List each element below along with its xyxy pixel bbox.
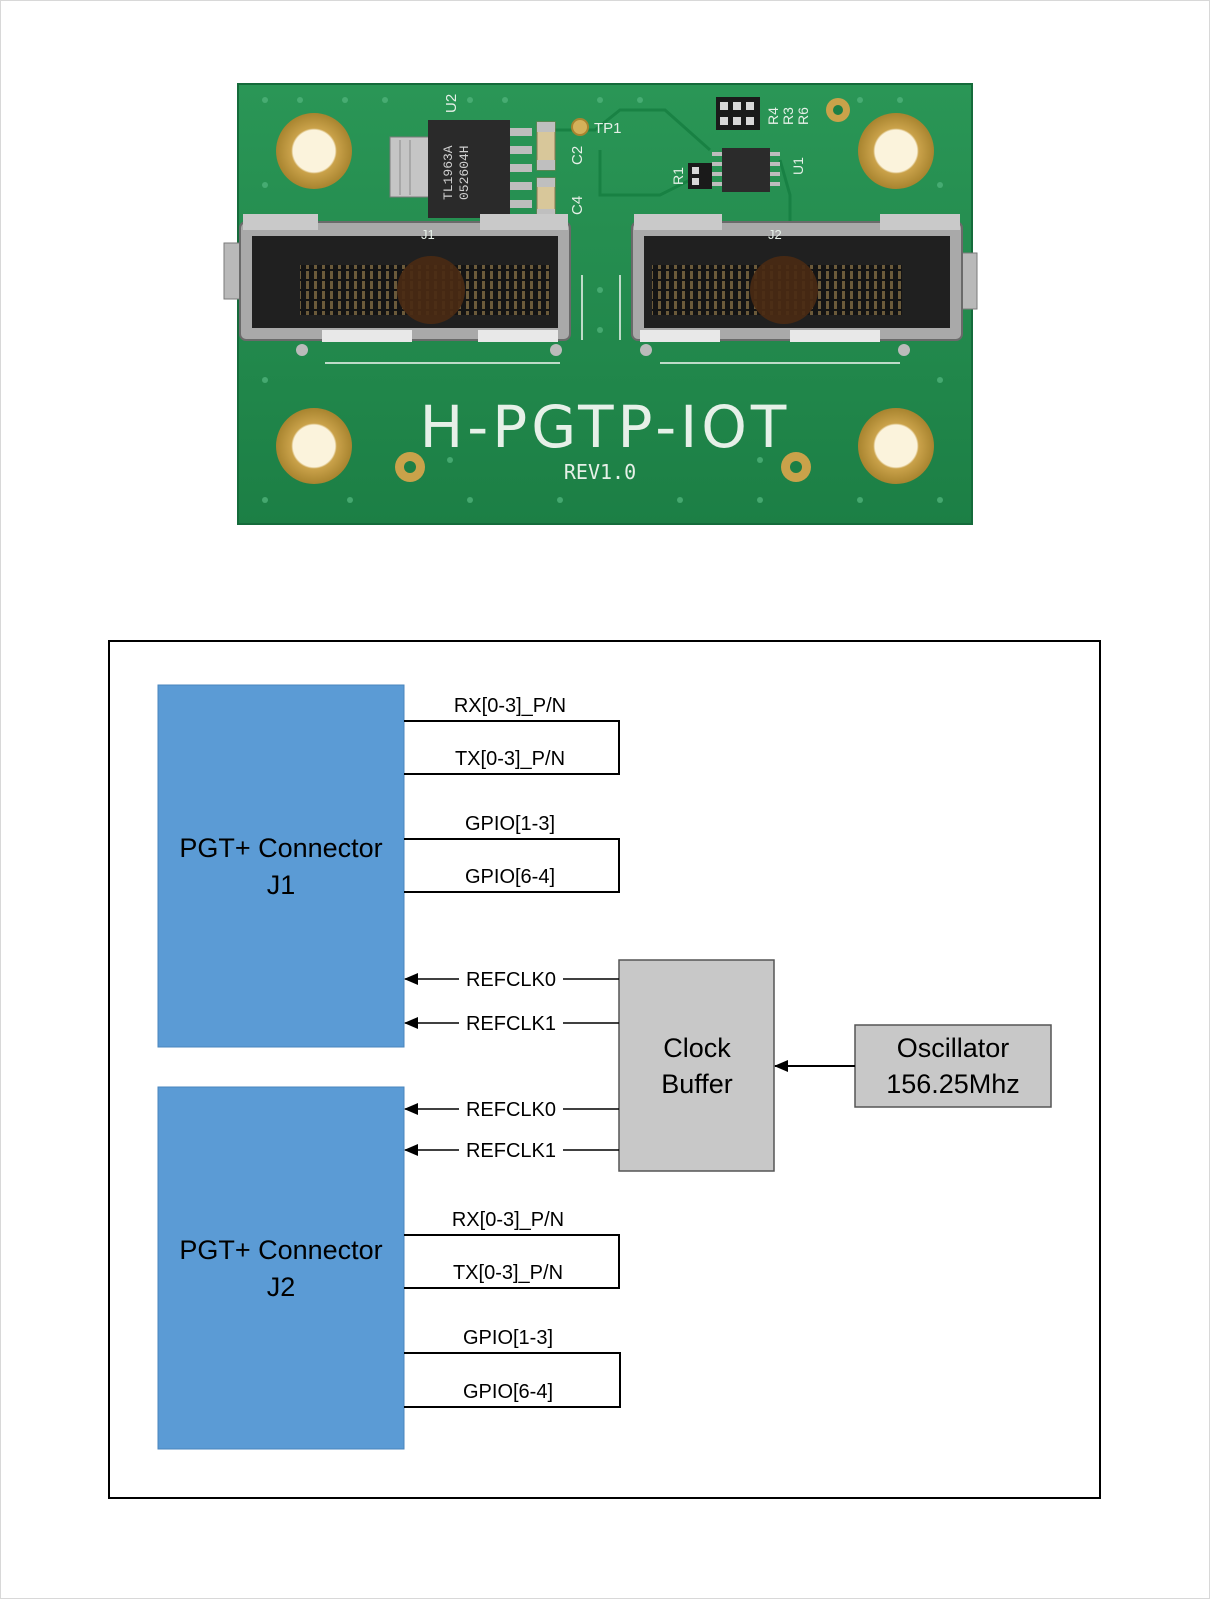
board-revision: REV1.0 (564, 460, 636, 484)
clock-chip-u1 (712, 148, 780, 192)
j1-refclk1-label-bg (459, 1011, 563, 1035)
j1-gpio-a-label: GPIO[1-3] (465, 813, 555, 835)
j1-ref: J1 (267, 870, 296, 900)
j1-gpio-b-label: GPIO[6-4] (465, 866, 555, 888)
chip-marking-line1: TL1963A (441, 145, 456, 200)
j2-refclk1-label-bg (459, 1138, 563, 1162)
connector-j2 (631, 214, 978, 356)
j2-refclk0-label-bg (459, 1097, 563, 1121)
silk-r1: R1 (670, 167, 686, 185)
j1-tx-label: TX[0-3]_P/N (455, 748, 565, 770)
j2-title: PGT+ Connector (179, 1235, 382, 1265)
oscillator-line2: 156.25Mhz (886, 1069, 1020, 1099)
silk-u1: U1 (790, 157, 806, 175)
silk-tp1: TP1 (594, 120, 622, 137)
j1-refclk0-label: REFCLK0 (466, 969, 556, 991)
board-name: H-PGTP-IOT (420, 393, 791, 461)
clock-buffer-line2: Buffer (661, 1069, 733, 1099)
j1-gpio-line (404, 838, 620, 893)
j1-rx-tx-line (404, 720, 620, 775)
test-point-tp1 (571, 118, 589, 136)
j1-title: PGT+ Connector (179, 833, 382, 863)
j2-ref: J2 (267, 1272, 296, 1302)
silk-r4: R4 (765, 107, 781, 125)
j2-tx-label: TX[0-3]_P/N (453, 1262, 563, 1284)
connector-j2-block (157, 1086, 405, 1450)
via-dots (262, 97, 943, 503)
connector-j1-block (157, 684, 405, 1048)
silk-u2: U2 (443, 94, 460, 113)
j1-rx-label: RX[0-3]_P/N (454, 695, 566, 717)
j2-gpio-b-label: GPIO[6-4] (463, 1381, 553, 1403)
clock-buffer-line1: Clock (663, 1033, 731, 1063)
j2-rx-label: RX[0-3]_P/N (452, 1209, 564, 1231)
resistor-array (688, 97, 760, 189)
j1-refclk1-label: REFCLK1 (466, 1013, 556, 1035)
mounting-holes (276, 98, 934, 484)
silk-c2: C2 (569, 146, 586, 165)
regulator-u2: TL1963A 052604H (389, 120, 532, 218)
capacitors (536, 121, 556, 219)
diagram-border (108, 640, 1101, 1499)
j2-gpio-line (404, 1352, 621, 1408)
silk-c4: C4 (569, 196, 586, 215)
j1-refclk0-label-bg (459, 967, 563, 991)
silk-j2: J2 (768, 227, 782, 242)
chip-marking-line2: 052604H (457, 145, 472, 200)
board-photo: TL1963A 052604H (223, 83, 978, 525)
j2-rx-tx-line (404, 1234, 620, 1289)
oscillator-line1: Oscillator (897, 1033, 1010, 1063)
silk-r3: R3 (780, 107, 796, 125)
j2-gpio-a-label: GPIO[1-3] (463, 1327, 553, 1349)
silk-r6: R6 (795, 107, 811, 125)
j2-refclk1-label: REFCLK1 (466, 1140, 556, 1162)
silk-outlines (325, 275, 900, 364)
oscillator-block (854, 1024, 1052, 1108)
connector-j1 (223, 214, 571, 356)
j2-refclk0-label: REFCLK0 (466, 1099, 556, 1121)
clock-buffer-block (618, 959, 775, 1172)
silk-j1: J1 (421, 227, 435, 242)
